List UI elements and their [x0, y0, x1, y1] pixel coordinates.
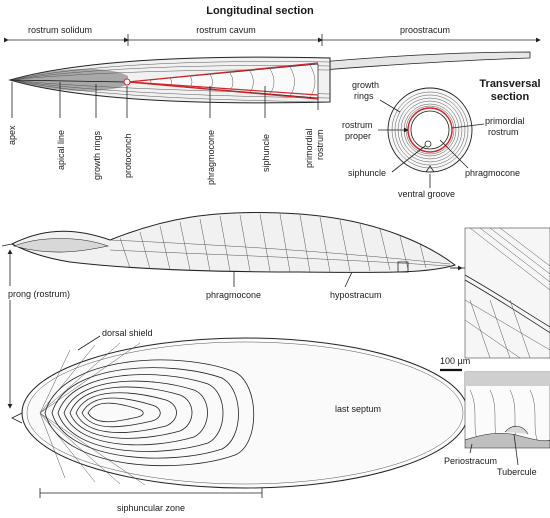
label-proostracum: proostracum [400, 25, 450, 35]
label-t-growth-2: rings [354, 91, 374, 101]
label-mid-phragmocone: phragmocone [206, 290, 261, 300]
label-primordial-rostrum-2: rostrum [315, 129, 325, 160]
transversal-siphuncle-dot [424, 140, 432, 148]
bottom-prong-tip [11, 412, 23, 424]
transversal-section: Transversal section growth rings rostrum… [342, 78, 541, 199]
label-hypostracum: hypostracum [330, 290, 382, 300]
phragmocone-septa [149, 64, 316, 98]
label-primordial-rostrum-1: primordial [304, 128, 314, 168]
label-phragmocone: phragmocone [206, 130, 216, 185]
label-siphuncle: siphuncle [261, 134, 271, 172]
label-apical-line: apical line [56, 130, 66, 170]
middle-septa [109, 213, 451, 273]
label-siphuncular-zone: siphuncular zone [117, 503, 185, 513]
label-t-primordial-2: rostrum [488, 127, 519, 137]
label-growth-rings: growth rings [92, 130, 102, 180]
label-t-primordial-1: primordial [485, 116, 525, 126]
label-ventral-groove: ventral groove [398, 189, 455, 199]
label-t-growth-1: growth [352, 80, 379, 90]
siphuncle-line [129, 81, 319, 96]
detail-panels: 100 µm Periostracum Tubercule [440, 227, 550, 477]
middle-profile: phragmocone hypostracum prong (rostrum) [1, 212, 463, 409]
label-rostrum-proper-2: proper [345, 131, 371, 141]
detail-panel-1 [464, 227, 550, 359]
label-t-siphuncle: siphuncle [348, 168, 386, 178]
label-protoconch: protoconch [123, 133, 133, 178]
longitudinal-title: Longitudinal section [206, 5, 314, 17]
primordial-rostrum-red-top [127, 62, 319, 83]
bottom-dorsal-view: dorsal shield last septum siphuncular zo… [11, 328, 469, 513]
label-tubercule: Tubercule [497, 467, 537, 477]
proostracum-blade [319, 51, 531, 71]
siphuncular-concentric-septa [44, 359, 254, 467]
middle-prong-cap [13, 238, 110, 253]
label-dorsal-shield: dorsal shield [102, 328, 153, 338]
label-prong-rostrum: prong (rostrum) [8, 289, 70, 299]
detail-inset-box [397, 261, 409, 273]
label-last-septum: last septum [335, 404, 381, 414]
middle-prong-tip [1, 243, 13, 247]
transversal-title-2: section [491, 91, 530, 103]
label-scale-bar: 100 µm [440, 356, 470, 366]
primordial-rostrum-red-bottom [127, 81, 319, 100]
label-rostrum-proper-1: rostrum [342, 120, 373, 130]
detail-1-lines [465, 228, 550, 358]
longitudinal-section: Longitudinal section rostrum solidum ros… [4, 5, 541, 185]
middle-shell-outline [10, 212, 457, 273]
radiating-lines [39, 342, 146, 486]
label-rostrum-solidum: rostrum solidum [28, 25, 92, 35]
label-rostrum-cavum: rostrum cavum [196, 25, 256, 35]
label-apex: apex [7, 125, 17, 145]
rostrum-solidum-fill [10, 68, 128, 92]
growth-ring-lines [10, 61, 330, 103]
dorsal-shield-outline [21, 337, 469, 489]
transversal-title-1: Transversal [479, 78, 540, 90]
protoconch-circle [123, 78, 131, 86]
apical-line [9, 79, 127, 83]
label-periostracum: Periostracum [444, 456, 497, 466]
region-brackets [4, 34, 541, 46]
label-t-phragmocone: phragmocone [465, 168, 520, 178]
